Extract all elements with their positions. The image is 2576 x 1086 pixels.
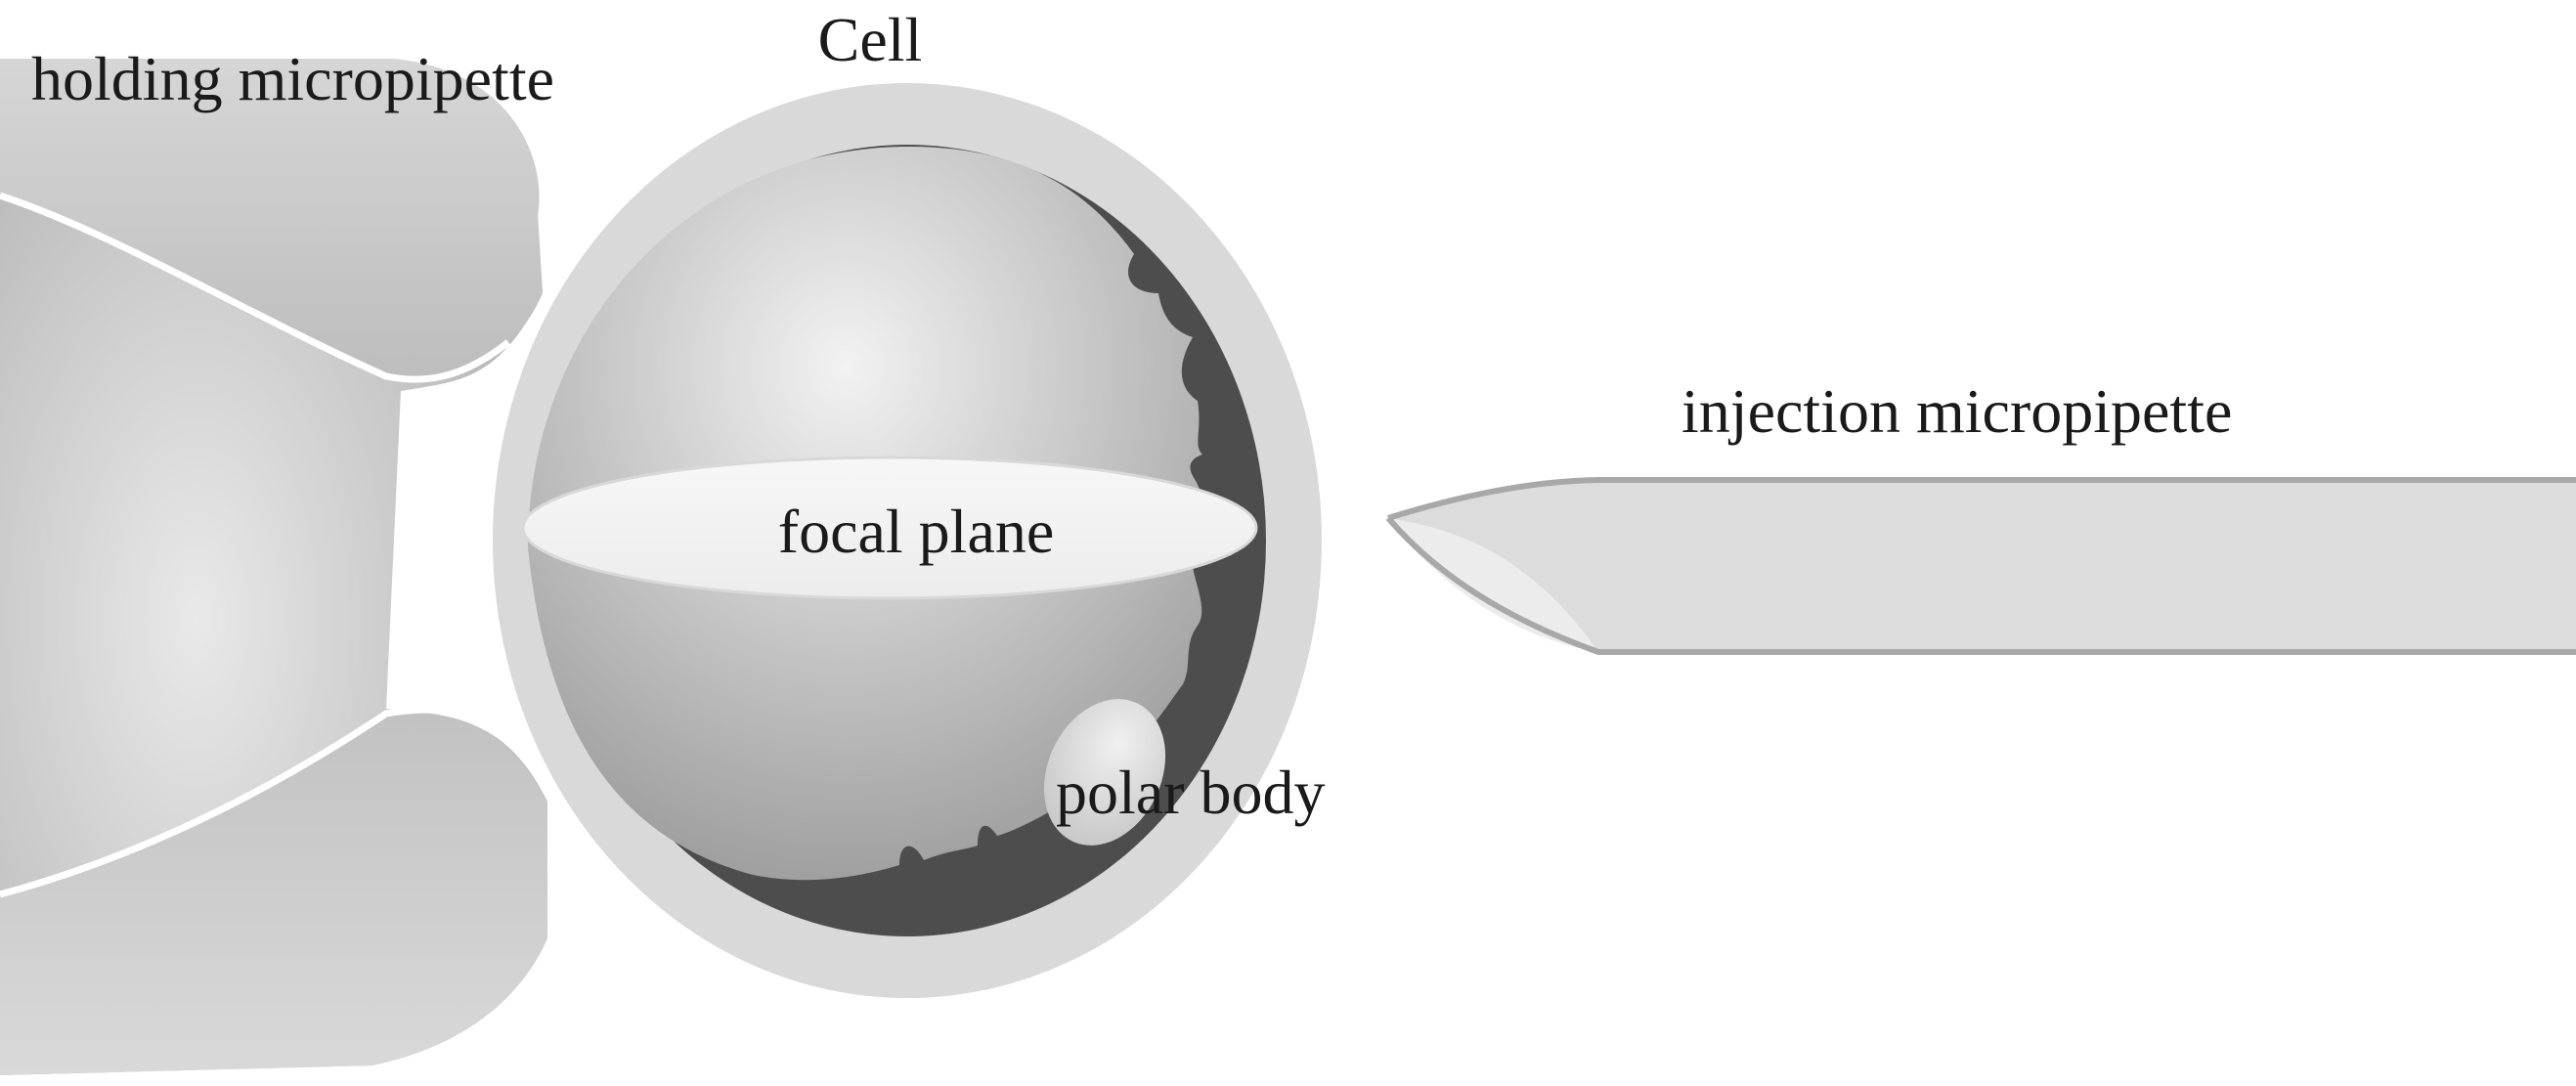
injection-pipette-bottom-edge: [1385, 516, 2576, 655]
holding-pipette-top-highlight: [0, 192, 511, 383]
injection-micropipette: [1385, 477, 2576, 655]
label-polar-body: polar body: [1056, 758, 1326, 827]
holding-pipette-bottom-highlight: [0, 706, 510, 898]
label-injection-micropipette: injection micropipette: [1681, 376, 2232, 446]
polar-body: [1043, 699, 1166, 846]
holding-pipette-bottom-lobe: [0, 713, 547, 1075]
label-focal-plane: focal plane: [778, 497, 1055, 566]
label-cell: Cell: [818, 5, 923, 74]
cell: [493, 83, 1322, 998]
label-holding-micropipette: holding micropipette: [31, 44, 554, 113]
focal-plane-rim: [521, 456, 1258, 600]
injection-pipette-top-edge: [1387, 477, 2576, 521]
focal-plane: [523, 457, 1256, 598]
holding-micropipette: [0, 59, 547, 1075]
injection-pipette-body: [1388, 480, 2576, 652]
injection-pipette-bevel: [1388, 518, 1598, 652]
holding-pipette-top-lobe: [0, 59, 543, 379]
